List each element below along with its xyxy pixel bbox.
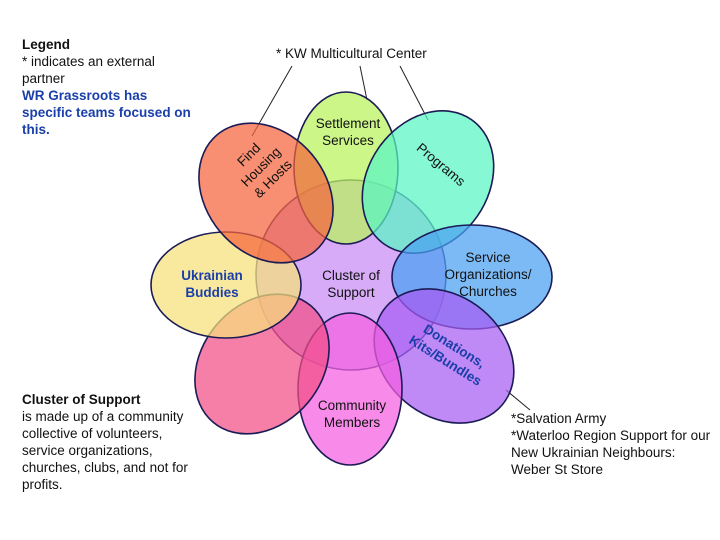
cluster-note-title: Cluster of Support <box>22 392 141 407</box>
petal-label-line: Members <box>324 415 381 430</box>
petal-label-line: Community <box>318 398 387 413</box>
legend-title: Legend <box>22 37 71 52</box>
center-label-line: Cluster of <box>322 268 380 283</box>
pointer-line-programs <box>399 65 429 121</box>
partner-notes: *Salvation Army *Waterloo Region Support… <box>511 410 711 478</box>
center-label-line: Support <box>327 285 375 300</box>
partner-note-salvation-army: *Salvation Army <box>511 411 607 426</box>
petal-donations <box>373 288 515 424</box>
petal-programs <box>361 110 495 254</box>
petal-housing <box>198 122 334 264</box>
petal-label-line: Ukrainian <box>181 268 243 283</box>
pointer-line-settlement <box>359 65 368 101</box>
petal-label-line: Service <box>465 250 510 265</box>
center-label: Cluster of Support <box>322 268 380 300</box>
legend-teams-note: WR Grassroots has specific teams focused… <box>22 88 191 137</box>
legend: Legend * indicates an external partner W… <box>22 36 197 138</box>
cluster-support-note: Cluster of Support is made up of a commu… <box>22 391 197 493</box>
legend-external-partner: * indicates an external partner <box>22 54 155 86</box>
petal-label-line: Churches <box>459 284 517 299</box>
cluster-note-body: is made up of a community collective of … <box>22 409 188 492</box>
petal-label-line: Organizations/ <box>444 267 531 282</box>
petal-label-line: Buddies <box>185 285 238 300</box>
kw-multicultural-note: * KW Multicultural Center <box>276 46 427 61</box>
petal-label-line: Settlement <box>316 116 381 131</box>
petal-label-line: Services <box>322 133 374 148</box>
partner-note-weber-st: *Waterloo Region Support for our New Ukr… <box>511 428 711 477</box>
